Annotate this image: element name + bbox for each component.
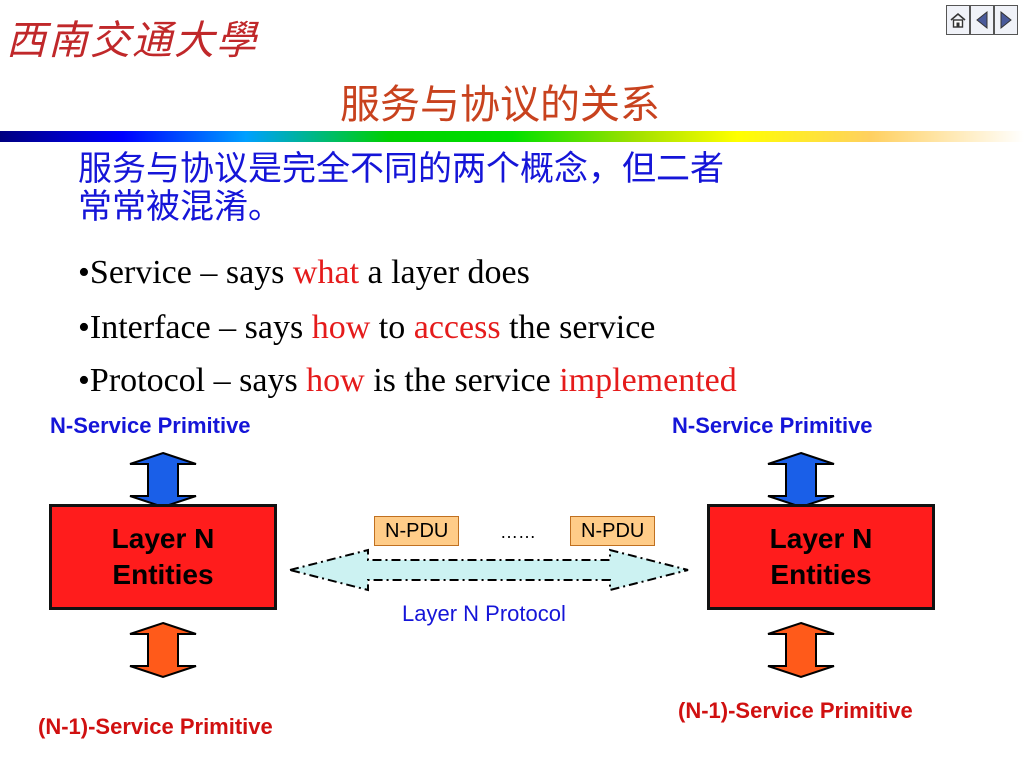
right-layer-n-entity: Layer N Entities — [707, 504, 935, 610]
intro-text: 服务与协议是完全不同的两个概念，但二者 常常被混淆。 — [78, 150, 978, 226]
bullet-interface-prefix: •Interface – says — [78, 309, 312, 346]
left-lower-service-primitive-label: (N-1)-Service Primitive — [38, 714, 273, 739]
left-entity-line-1: Layer N — [111, 523, 215, 554]
slide-title: 服务与协议的关系 — [340, 82, 660, 128]
pdu-right-box: N-PDU — [570, 516, 656, 546]
left-entity-line-2: Entities — [112, 559, 214, 590]
left-layer-n-entity: Layer N Entities — [49, 504, 277, 610]
slide-nav — [946, 5, 1018, 35]
bullet-interface-emphasis-how: how — [311, 309, 371, 346]
intro-line-1: 服务与协议是完全不同的两个概念，但二者 — [78, 149, 724, 189]
bullet-protocol-prefix: •Protocol – says — [78, 362, 307, 399]
left-service-primitive-label: N-Service Primitive — [50, 413, 251, 438]
right-lower-service-primitive-label: (N-1)-Service Primitive — [678, 698, 913, 723]
left-lower-service-arrow — [129, 621, 197, 679]
bullet-protocol-mid: is the service — [364, 362, 560, 399]
next-button[interactable] — [994, 5, 1018, 35]
pdu-left-box: N-PDU — [374, 516, 460, 546]
bullet-service-rest: a layer does — [359, 254, 530, 291]
home-icon — [950, 12, 966, 28]
right-entity-line-1: Layer N — [769, 523, 873, 554]
intro-line-2: 常常被混淆。 — [78, 187, 282, 227]
layer-n-protocol-arrow — [289, 548, 689, 592]
next-icon — [1000, 10, 1012, 30]
right-service-primitive-label: N-Service Primitive — [672, 413, 873, 438]
rainbow-divider — [0, 131, 1024, 142]
bullet-interface-mid: to — [370, 309, 414, 346]
pdu-ellipsis: …… — [500, 522, 536, 542]
right-lower-service-arrow — [767, 621, 835, 679]
left-service-arrow — [129, 451, 197, 509]
bullet-interface-emphasis-access: access — [413, 309, 501, 346]
right-service-arrow — [767, 451, 835, 509]
bullet-protocol: •Protocol – says how is the service impl… — [78, 362, 737, 400]
bullet-interface-rest: the service — [500, 309, 656, 346]
bullet-service-prefix: •Service – says — [78, 254, 293, 291]
bullet-service: •Service – says what a layer does — [78, 254, 530, 292]
home-button[interactable] — [946, 5, 970, 35]
bullet-protocol-emphasis-how: how — [306, 362, 365, 399]
bullet-interface: •Interface – says how to access the serv… — [78, 309, 655, 347]
prev-icon — [976, 10, 988, 30]
right-entity-line-2: Entities — [770, 559, 872, 590]
university-logo: 西南交通大學 — [6, 18, 258, 64]
layer-n-protocol-label: Layer N Protocol — [402, 601, 566, 626]
bullet-protocol-emphasis-implemented: implemented — [559, 362, 737, 399]
bullet-service-emphasis: what — [292, 254, 360, 291]
prev-button[interactable] — [970, 5, 994, 35]
